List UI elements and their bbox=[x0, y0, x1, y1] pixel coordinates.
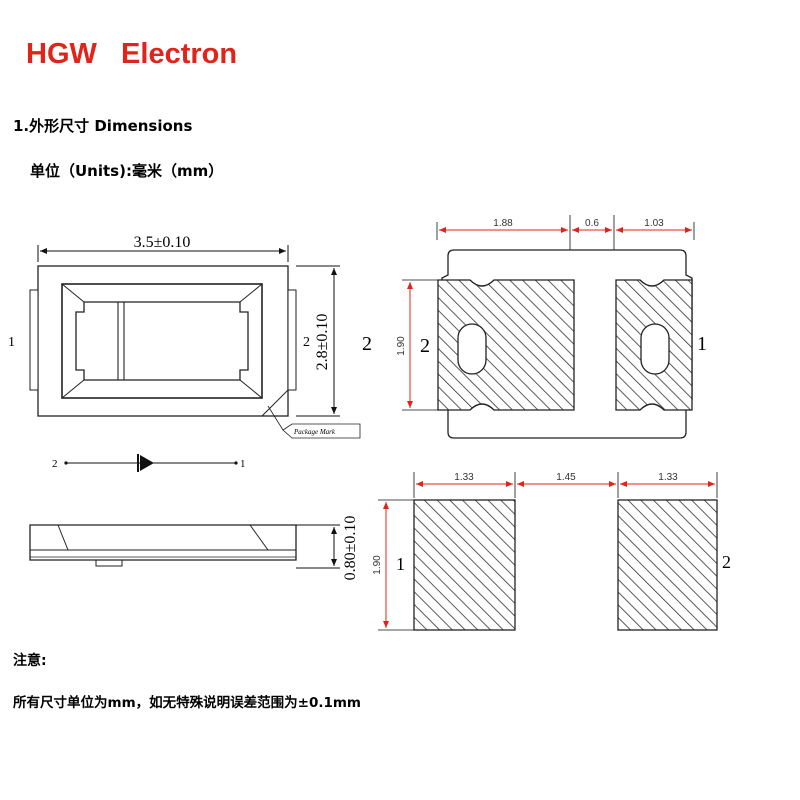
pad-layout-bottom: 1.33 1.45 1.33 1.90 1 2 bbox=[372, 472, 731, 631]
pad-top-label-left: 2 bbox=[420, 335, 430, 357]
pad-bottom-dim-left: 1.33 bbox=[454, 472, 474, 483]
pad-top-label-right: 1 bbox=[697, 333, 707, 355]
pad-top-height: 1.90 bbox=[396, 336, 407, 356]
pad-bottom-right bbox=[617, 499, 718, 631]
notes-title: 注意: bbox=[13, 653, 47, 669]
pad-bottom-dim-right: 1.33 bbox=[658, 472, 678, 483]
thickness-dimension: 0.80±0.10 bbox=[342, 516, 359, 581]
pad-bottom-label-left: 1 bbox=[396, 554, 405, 574]
pad-top-dim-left: 1.88 bbox=[493, 218, 513, 229]
diode-symbol: 2 1 bbox=[52, 454, 246, 472]
pad-top-dim-right: 1.03 bbox=[644, 218, 664, 229]
pin-label-right: 2 bbox=[362, 333, 372, 355]
notes-text: 所有尺寸单位为mm，如无特殊说明误差范围为±0.1mm bbox=[13, 695, 361, 711]
pad-bottom-left bbox=[413, 499, 516, 631]
package-side-view: 0.80±0.10 bbox=[29, 516, 359, 581]
brand-title: HGW Electron bbox=[26, 38, 238, 70]
diode-right-label: 1 bbox=[240, 458, 246, 470]
units-label: 单位（Units):毫米（mm） bbox=[30, 162, 224, 180]
pad-bottom-label-right: 2 bbox=[722, 552, 731, 572]
pad-top-dim-gap: 0.6 bbox=[585, 218, 599, 229]
pad-bottom-dim-gap: 1.45 bbox=[556, 472, 576, 483]
package-top-view: 3.5±0.10 Package Mark 2.8±0.10 1 2 2 bbox=[8, 234, 372, 439]
package-mark-label: Package Mark bbox=[293, 428, 336, 436]
pad-layout-top: 1.88 0.6 1.03 1.90 2 1 bbox=[396, 215, 707, 439]
pin-label-left: 1 bbox=[8, 335, 15, 350]
pin-label-side: 2 bbox=[303, 335, 310, 350]
pad-bottom-height: 1.90 bbox=[372, 555, 383, 575]
width-dimension: 3.5±0.10 bbox=[134, 234, 191, 251]
height-dimension: 2.8±0.10 bbox=[314, 314, 331, 371]
section-title: 1.外形尺寸 Dimensions bbox=[13, 117, 193, 135]
diode-left-label: 2 bbox=[52, 458, 58, 470]
